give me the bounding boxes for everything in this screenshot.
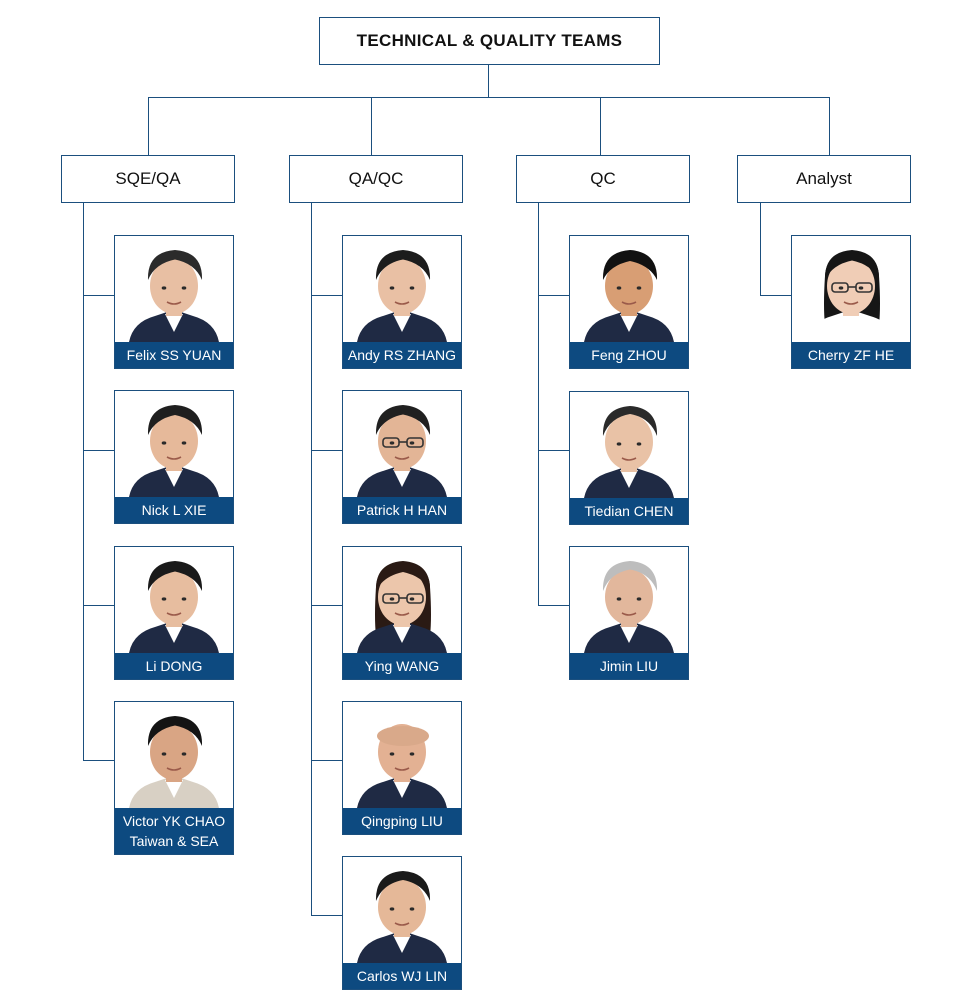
person-card: Victor YK CHAO Taiwan & SEA: [114, 701, 234, 855]
person-label: Felix SS YUAN: [115, 342, 233, 368]
person-label: Patrick H HAN: [343, 497, 461, 523]
person-photo: [115, 547, 233, 653]
branch-spine-qaqc: [311, 202, 312, 916]
team-name: Analyst: [796, 169, 852, 188]
team-box-sqe-qa: SQE/QA: [61, 155, 235, 203]
person-label: Tiedian CHEN: [570, 498, 688, 524]
branch-tick: [311, 760, 343, 761]
person-photo: [115, 702, 233, 808]
branch-spine-analyst: [760, 202, 761, 296]
team-box-qc: QC: [516, 155, 690, 203]
branch-tick: [760, 295, 792, 296]
branch-tick: [83, 605, 115, 606]
person-photo: [570, 547, 688, 653]
person-name: Carlos WJ LIN: [356, 968, 448, 984]
person-name: Ying WANG: [364, 658, 440, 674]
person-card: Cherry ZF HE: [791, 235, 911, 369]
person-label: Nick L XIE: [115, 497, 233, 523]
portrait-image: [343, 702, 461, 808]
person-photo: [343, 236, 461, 342]
person-name: Li DONG: [145, 658, 203, 674]
person-photo: [115, 391, 233, 497]
person-name: Nick L XIE: [141, 502, 207, 518]
portrait-image: [343, 391, 461, 497]
person-photo: [115, 236, 233, 342]
connector-drop-qaqc: [371, 97, 372, 156]
connector-top-vertical: [488, 64, 489, 97]
person-name: Tiedian CHEN: [584, 503, 674, 519]
branch-tick: [538, 605, 570, 606]
portrait-image: [115, 702, 233, 808]
branch-spine-sqe: [83, 202, 84, 761]
team-name: SQE/QA: [115, 169, 181, 188]
person-photo: [792, 236, 910, 342]
person-card: Li DONG: [114, 546, 234, 680]
person-name: Patrick H HAN: [356, 502, 448, 518]
portrait-image: [115, 547, 233, 653]
branch-spine-qc: [538, 202, 539, 606]
portrait-image: [115, 236, 233, 342]
person-subtitle: Taiwan & SEA: [129, 833, 219, 849]
person-card: Ying WANG: [342, 546, 462, 680]
chart-title: TECHNICAL & QUALITY TEAMS: [356, 31, 623, 50]
person-name: Feng ZHOU: [591, 347, 667, 363]
person-photo: [570, 392, 688, 498]
person-card: Carlos WJ LIN: [342, 856, 462, 990]
person-photo: [570, 236, 688, 342]
portrait-image: [570, 547, 688, 653]
team-name: QC: [590, 169, 616, 188]
branch-tick: [311, 915, 343, 916]
person-label: Carlos WJ LIN: [343, 963, 461, 989]
person-name: Andy RS ZHANG: [347, 347, 457, 363]
connector-drop-qc: [600, 97, 601, 156]
chart-title-box: TECHNICAL & QUALITY TEAMS: [319, 17, 660, 65]
person-card: Andy RS ZHANG: [342, 235, 462, 369]
connector-drop-sqe: [148, 97, 149, 156]
person-photo: [343, 391, 461, 497]
person-card: Tiedian CHEN: [569, 391, 689, 525]
branch-tick: [538, 450, 570, 451]
person-label: Ying WANG: [343, 653, 461, 679]
person-card: Feng ZHOU: [569, 235, 689, 369]
branch-tick: [83, 450, 115, 451]
connector-drop-analyst: [829, 97, 830, 156]
person-label: Li DONG: [115, 653, 233, 679]
person-photo: [343, 702, 461, 808]
person-label: Qingping LIU: [343, 808, 461, 834]
person-label: Feng ZHOU: [570, 342, 688, 368]
branch-tick: [83, 760, 115, 761]
branch-tick: [311, 450, 343, 451]
person-name: Felix SS YUAN: [126, 347, 222, 363]
person-label: Victor YK CHAO Taiwan & SEA: [115, 808, 233, 854]
person-card: Nick L XIE: [114, 390, 234, 524]
team-box-qa-qc: QA/QC: [289, 155, 463, 203]
branch-tick: [311, 605, 343, 606]
person-name: Qingping LIU: [361, 813, 443, 829]
portrait-image: [343, 857, 461, 963]
person-photo: [343, 547, 461, 653]
team-box-analyst: Analyst: [737, 155, 911, 203]
person-name: Victor YK CHAO: [122, 813, 226, 829]
portrait-image: [570, 392, 688, 498]
branch-tick: [83, 295, 115, 296]
person-card: Jimin LIU: [569, 546, 689, 680]
person-name: Cherry ZF HE: [807, 347, 895, 363]
portrait-image: [343, 236, 461, 342]
person-label: Cherry ZF HE: [792, 342, 910, 368]
person-photo: [343, 857, 461, 963]
person-card: Patrick H HAN: [342, 390, 462, 524]
person-card: Qingping LIU: [342, 701, 462, 835]
portrait-image: [115, 391, 233, 497]
connector-horizontal-bus: [148, 97, 829, 98]
portrait-image: [570, 236, 688, 342]
portrait-image: [792, 236, 910, 342]
branch-tick: [311, 295, 343, 296]
person-name: Jimin LIU: [599, 658, 659, 674]
branch-tick: [538, 295, 570, 296]
person-label: Andy RS ZHANG: [343, 342, 461, 368]
person-label: Jimin LIU: [570, 653, 688, 679]
person-card: Felix SS YUAN: [114, 235, 234, 369]
portrait-image: [343, 547, 461, 653]
team-name: QA/QC: [348, 169, 404, 188]
